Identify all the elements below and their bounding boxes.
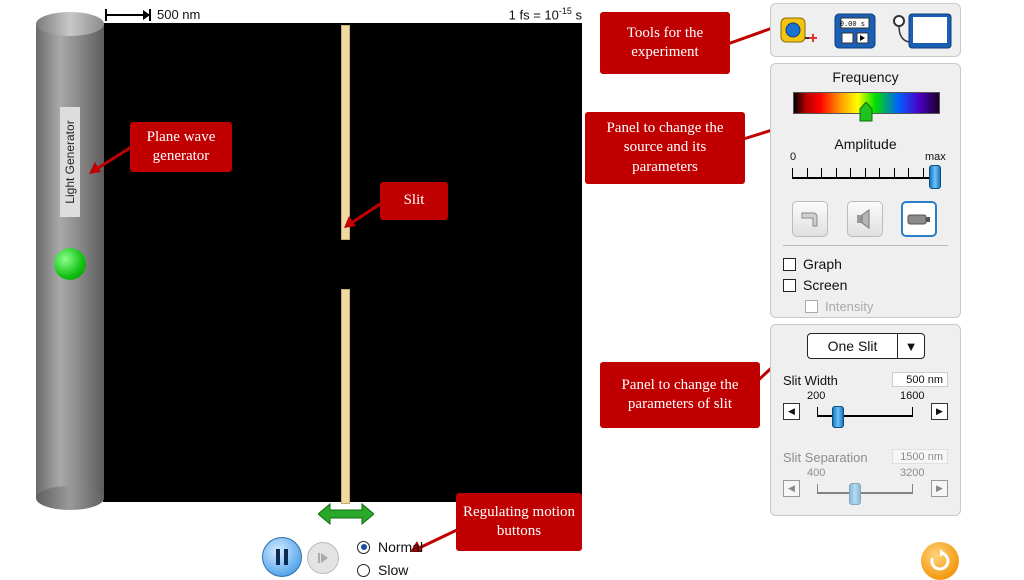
slit-separation-slider-track[interactable]: [817, 492, 913, 494]
amplitude-slider-track[interactable]: [792, 177, 937, 179]
light-generator: Light Generator: [36, 12, 104, 512]
intensity-checkbox[interactable]: Intensity: [805, 299, 873, 314]
amplitude-tick: [908, 168, 909, 177]
amplitude-tick: [792, 168, 793, 177]
time-scale-label: 1 fs = 10-15 s: [508, 6, 582, 23]
amplitude-slider-thumb[interactable]: [929, 165, 941, 189]
slit-separation-label: Slit Separation: [783, 450, 868, 465]
speed-slow-radio[interactable]: Slow: [357, 562, 408, 578]
wave-field: [103, 23, 582, 504]
screen-checkbox[interactable]: Screen: [783, 277, 847, 293]
amplitude-tick: [879, 168, 880, 177]
slit-width-slider-thumb[interactable]: [832, 406, 845, 428]
tools-panel: 0.00 s: [770, 3, 961, 57]
stopwatch-icon: 0.00 s: [834, 13, 876, 49]
slit-width-increment-button[interactable]: ▶: [931, 403, 948, 420]
pause-icon: [276, 549, 288, 565]
length-scale-label: 500 nm: [157, 7, 201, 22]
slit-width-label: Slit Width: [783, 373, 838, 388]
barrier-drag-handle[interactable]: [318, 503, 374, 525]
chevron-down-icon: ▼: [897, 334, 924, 358]
callout-source-panel: Panel to change the source and its param…: [585, 112, 745, 184]
amplitude-tick: [835, 168, 837, 177]
wave-detector-tool[interactable]: [891, 12, 952, 50]
amplitude-tick: [864, 168, 866, 177]
slit-barrier-bottom[interactable]: [341, 289, 350, 504]
slit-separation-slider-thumb[interactable]: [849, 483, 862, 505]
speaker-icon: [857, 209, 870, 229]
amplitude-min-label: 0: [790, 151, 797, 163]
callout-arrow-motion: [410, 527, 460, 552]
callout-slit-panel: Panel to change the parameters of slit: [600, 362, 760, 428]
wave-detector-icon: [893, 13, 952, 49]
slit-width-decrement-button[interactable]: ◀: [783, 403, 800, 420]
amplitude-tick: [821, 168, 822, 177]
slit-width-value: 500 nm: [892, 372, 948, 387]
measuring-tape-tool[interactable]: [777, 12, 821, 50]
measuring-tape-icon: [780, 17, 817, 43]
slit-width-slider-track[interactable]: [817, 415, 913, 417]
callout-tools: Tools for the experiment: [600, 12, 730, 74]
sound-source-button[interactable]: [847, 201, 883, 237]
step-forward-icon: [318, 553, 328, 563]
slit-width-max: 1600: [900, 390, 925, 402]
slit-separation-value: 1500 nm: [892, 449, 948, 464]
frequency-slider-thumb[interactable]: [859, 102, 873, 122]
callout-plane-wave: Plane wave generator: [130, 122, 232, 172]
slit-separation-min: 400: [807, 467, 826, 479]
water-source-button[interactable]: [792, 201, 828, 237]
slit-width-min: 200: [807, 390, 826, 402]
reset-icon: [930, 549, 950, 571]
callout-arrow-slit: [344, 200, 384, 228]
slit-mode-select[interactable]: One Slit ▼: [807, 333, 925, 359]
slit-panel: One Slit ▼ Slit Width 500 nm 200 1600 ◀ …: [770, 324, 961, 516]
svg-text:0.00 s: 0.00 s: [840, 21, 865, 29]
generator-label: Light Generator: [60, 107, 80, 217]
pause-button[interactable]: [262, 537, 302, 577]
amplitude-tick: [893, 168, 895, 177]
reset-all-button[interactable]: [921, 542, 959, 580]
step-forward-button[interactable]: [307, 542, 339, 574]
length-scale-bar: 500 nm: [103, 6, 223, 24]
speed-normal-radio[interactable]: Normal: [357, 539, 423, 555]
slit-separation-decrement-button[interactable]: ◀: [783, 480, 800, 497]
laser-icon: [907, 214, 930, 225]
source-panel: Frequency Amplitude 0 max Graph Screen I…: [770, 63, 961, 318]
graph-checkbox[interactable]: Graph: [783, 256, 842, 272]
stopwatch-tool[interactable]: 0.00 s: [833, 12, 877, 50]
callout-slit: Slit: [380, 182, 448, 220]
amplitude-max-label: max: [925, 151, 946, 163]
light-source-button[interactable]: [901, 201, 937, 237]
slit-separation-increment-button[interactable]: ▶: [931, 480, 948, 497]
amplitude-label: Amplitude: [834, 136, 897, 152]
amplitude-tick: [922, 168, 924, 177]
amplitude-tick: [806, 168, 808, 177]
slit-separation-max: 3200: [900, 467, 925, 479]
callout-motion: Regulating motion buttons: [456, 493, 582, 551]
water-faucet-icon: [801, 212, 818, 227]
amplitude-tick: [850, 168, 851, 177]
callout-arrow-plane-wave: [89, 144, 134, 174]
frequency-label: Frequency: [832, 69, 899, 85]
generator-on-button[interactable]: [54, 248, 86, 280]
slit-barrier-top[interactable]: [341, 25, 350, 240]
